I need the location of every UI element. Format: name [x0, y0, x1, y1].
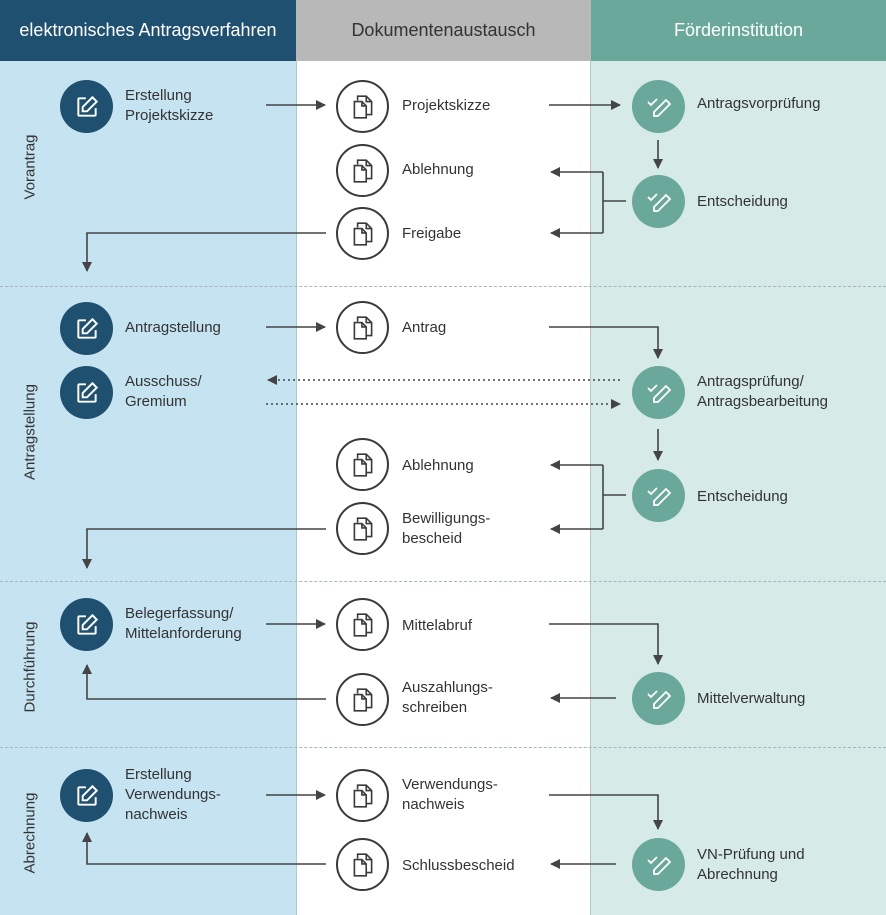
document-icon[interactable]: [336, 207, 389, 260]
header-institution: Förderinstitution: [591, 0, 886, 61]
label-antragspruefung: Antragsprüfung/ Antragsbearbeitung: [697, 373, 828, 410]
approve-icon[interactable]: [632, 469, 685, 522]
edit-icon[interactable]: [60, 80, 113, 133]
document-icon[interactable]: [336, 673, 389, 726]
arrow: [549, 794, 663, 830]
document-icon[interactable]: [336, 301, 389, 354]
arrow: [549, 623, 663, 665]
phase-divider: [0, 581, 886, 582]
label-ablehnung: Ablehnung: [402, 457, 474, 474]
institution-column: [591, 0, 886, 915]
phase-divider: [0, 747, 886, 748]
label-belegerfassung: Belegerfassung/ Mittelanforderung: [125, 605, 242, 642]
approve-icon[interactable]: [632, 672, 685, 725]
applicant-column: [0, 0, 296, 915]
arrow: [82, 528, 326, 569]
label-projektskizze: Projektskizze: [402, 97, 491, 114]
label-erstellung-verwendungsnachweis: Erstellung Verwendungs- nachweis: [125, 766, 221, 823]
approve-icon[interactable]: [632, 366, 685, 419]
arrow: [82, 832, 326, 865]
edit-icon[interactable]: [60, 366, 113, 419]
label-mittelverwaltung: Mittelverwaltung: [697, 690, 806, 707]
label-vn-pruefung: VN-Prüfung und Abrechnung: [697, 846, 805, 883]
label-auszahlungsschreiben: Auszahlungs- schreiben: [402, 679, 493, 716]
label-mittelabruf: Mittelabruf: [402, 617, 473, 634]
edit-icon[interactable]: [60, 598, 113, 651]
approve-icon[interactable]: [632, 175, 685, 228]
label-erstellung-projektskizze: Erstellung Projektskizze: [125, 87, 214, 124]
document-icon[interactable]: [336, 769, 389, 822]
label-antragstellung: Antragstellung: [125, 319, 221, 336]
label-antragsvorpruefung: Antragsvorprüfung: [697, 95, 821, 112]
document-icon[interactable]: [336, 838, 389, 891]
header-applicant: elektronisches Antragsverfahren: [0, 0, 296, 61]
header-document-exchange: Dokumentenaustausch: [296, 0, 591, 61]
document-icon[interactable]: [336, 502, 389, 555]
arrow: [549, 326, 663, 359]
edit-icon[interactable]: [60, 769, 113, 822]
label-ausschuss-gremium: Ausschuss/ Gremium: [125, 373, 202, 410]
label-entscheidung: Entscheidung: [697, 488, 788, 505]
edit-icon[interactable]: [60, 302, 113, 355]
arrow: [82, 232, 326, 272]
phase-divider: [0, 286, 886, 287]
label-schlussbescheid: Schlussbescheid: [402, 857, 515, 874]
document-icon[interactable]: [336, 144, 389, 197]
document-icon[interactable]: [336, 438, 389, 491]
label-ablehnung: Ablehnung: [402, 161, 474, 178]
label-freigabe: Freigabe: [402, 225, 462, 242]
approve-icon[interactable]: [632, 80, 685, 133]
label-verwendungsnachweis: Verwendungs- nachweis: [402, 776, 498, 813]
label-antrag: Antrag: [402, 319, 447, 336]
document-icon[interactable]: [336, 598, 389, 651]
document-icon[interactable]: [336, 80, 389, 133]
label-entscheidung: Entscheidung: [697, 193, 788, 210]
approve-icon[interactable]: [632, 838, 685, 891]
arrow: [82, 664, 326, 700]
label-bewilligungsbescheid: Bewilligungs- bescheid: [402, 510, 491, 547]
